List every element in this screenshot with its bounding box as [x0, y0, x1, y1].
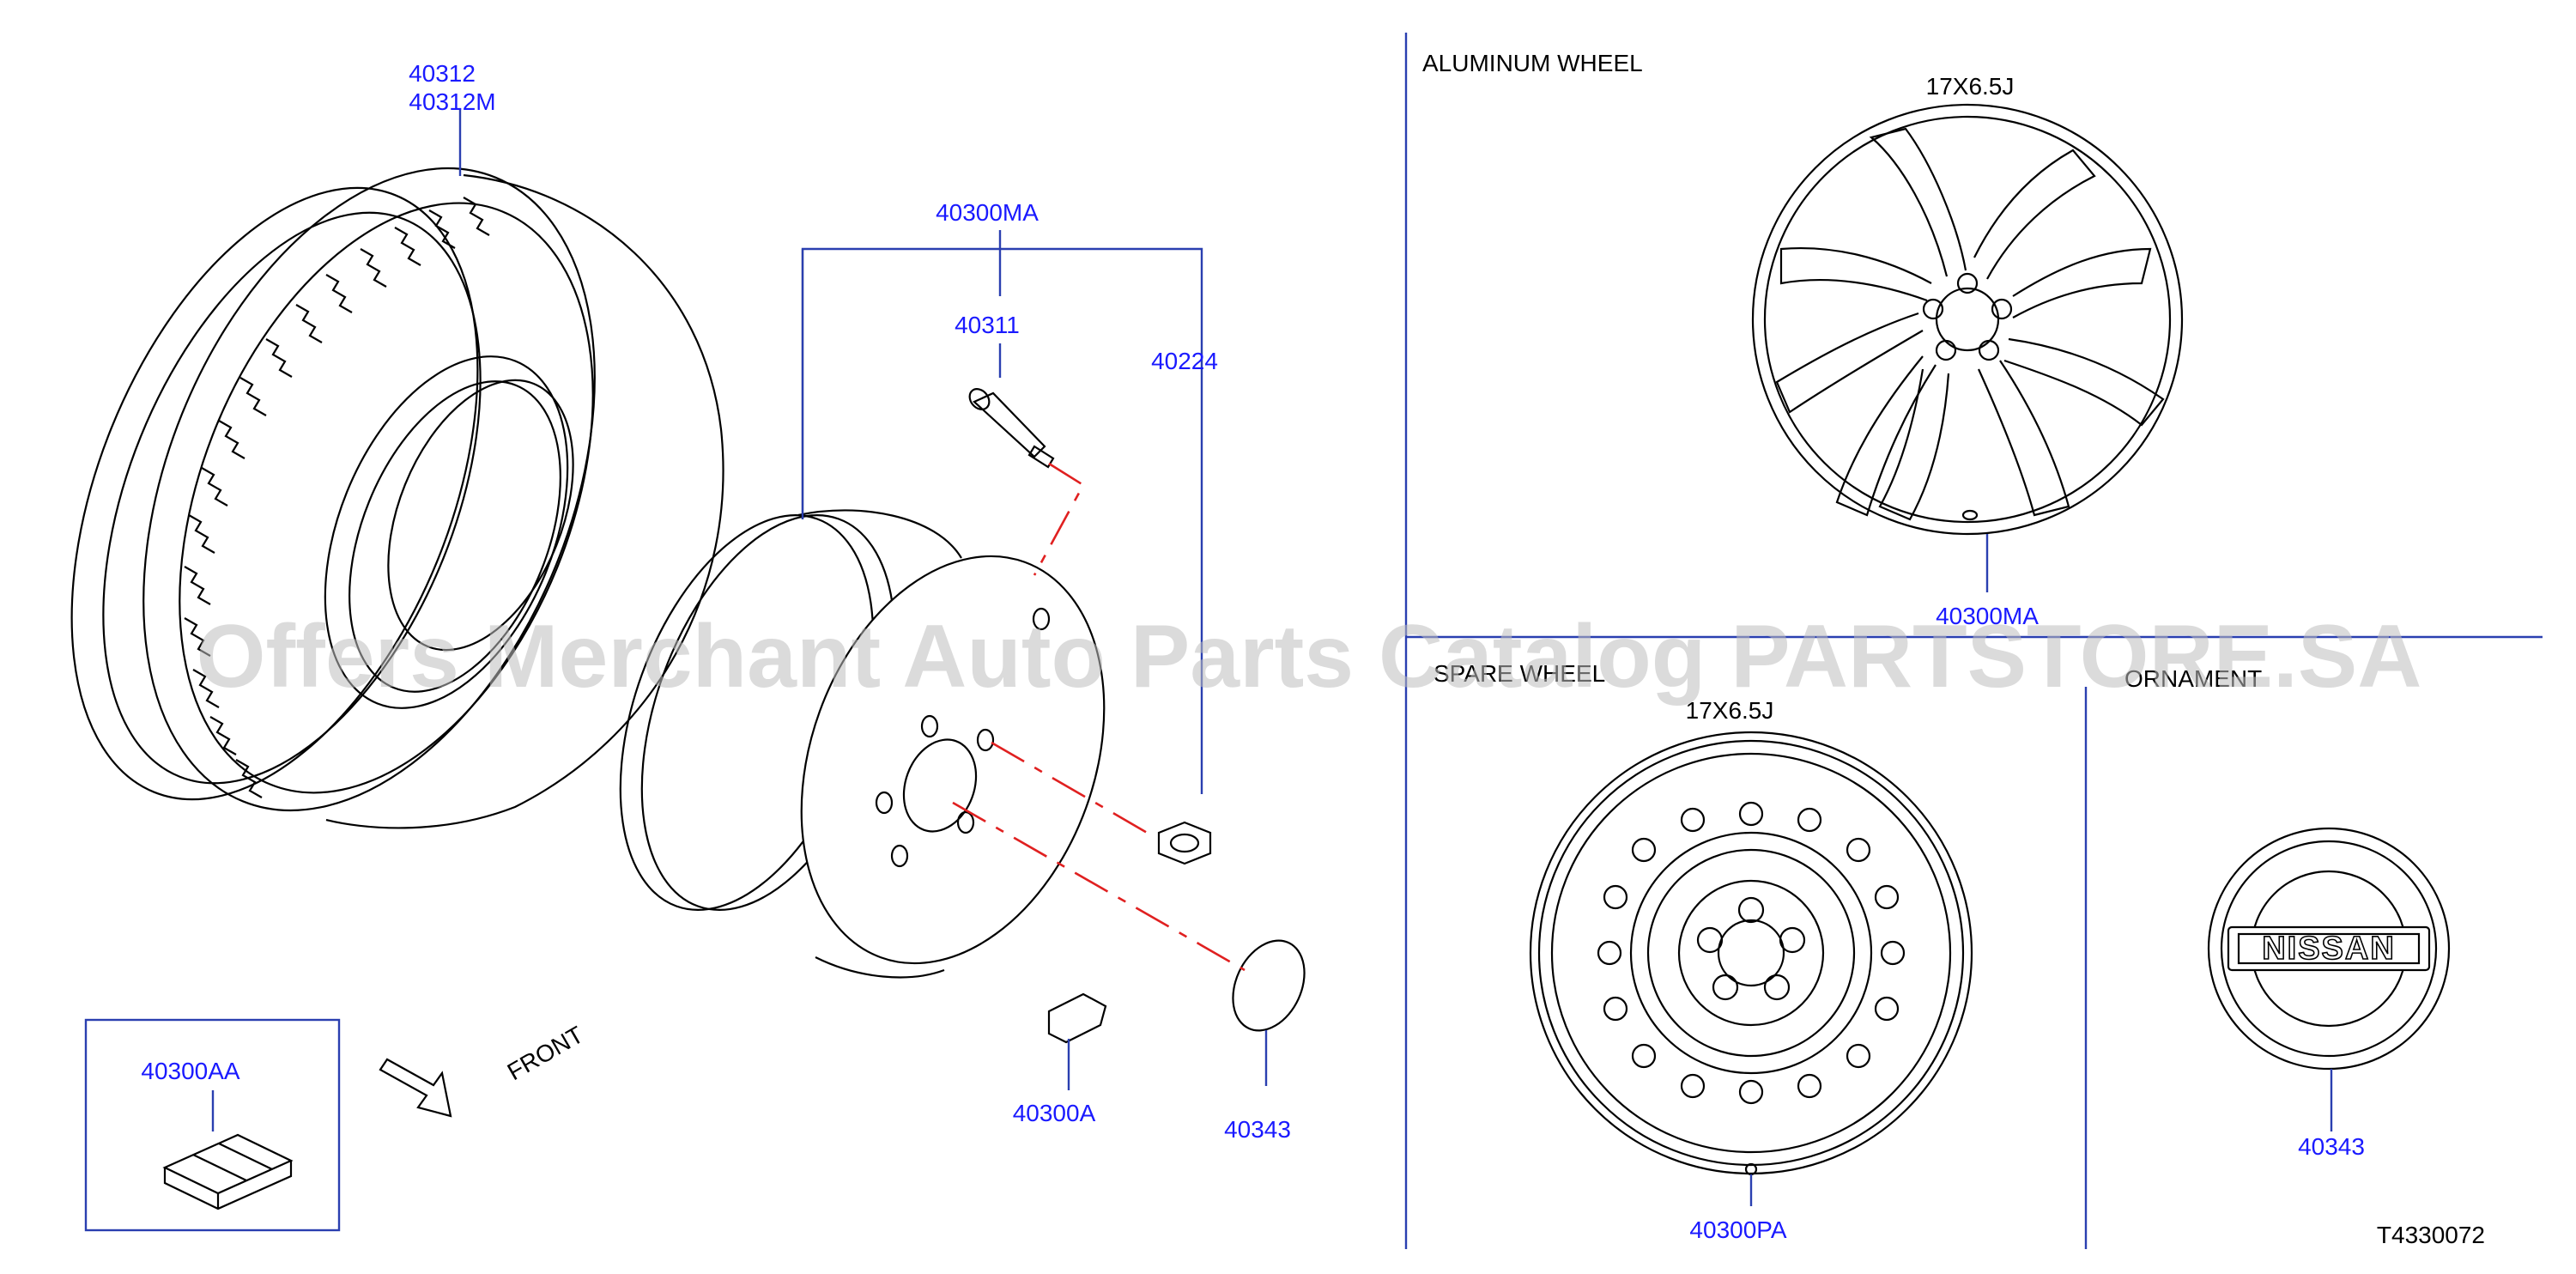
- diagram-id: T4330072: [2377, 1222, 2485, 1248]
- part-number-40224[interactable]: 40224: [1151, 348, 1218, 374]
- spare-wheel-size: 17X6.5J: [1686, 697, 1774, 724]
- part-number-40300pa[interactable]: 40300PA: [1689, 1216, 1786, 1243]
- aluminum-wheel-size: 17X6.5J: [1926, 73, 2015, 100]
- cap-centerline: [952, 801, 1246, 972]
- part-number-40312m[interactable]: 40312M: [409, 88, 495, 115]
- ornament-drawing: [2207, 827, 2451, 1071]
- part-number-40300ma-main[interactable]: 40300MA: [936, 199, 1039, 226]
- part-number-40300ma-aluminum[interactable]: 40300MA: [1936, 603, 2039, 629]
- part-number-40300aa[interactable]: 40300AA: [141, 1058, 240, 1084]
- aluminum-wheel-drawing: [1751, 103, 2184, 536]
- part-number-40300a[interactable]: 40300A: [1013, 1100, 1096, 1126]
- wheel-assy-bracket: [801, 230, 1203, 794]
- nut-centerline: [991, 741, 1155, 839]
- part-number-40312[interactable]: 40312: [409, 60, 476, 87]
- tpms-kit-box: [84, 1018, 341, 1232]
- valve-stem-drawing: [968, 388, 1055, 469]
- part-number-40343-small[interactable]: 40343: [1224, 1116, 1291, 1143]
- front-arrow-icon: [379, 1058, 452, 1118]
- watermark-text: Offers Merchant Auto Parts Catalog PARTS…: [197, 607, 2422, 707]
- tire-drawing: [70, 167, 724, 829]
- tpms-kit-drawing: [162, 1133, 294, 1210]
- nissan-emblem-text: NISSAN: [2262, 931, 2396, 967]
- valve-centerline: [1033, 462, 1085, 576]
- spare-wheel-title: SPARE WHEEL: [1433, 660, 1605, 687]
- spare-wheel-drawing: [1529, 731, 1973, 1176]
- front-label: FRONT: [503, 1021, 588, 1085]
- part-number-40343-ornament[interactable]: 40343: [2298, 1133, 2365, 1160]
- balance-weight-drawing: [1047, 992, 1107, 1044]
- wheel-drawing: [619, 249, 1106, 979]
- small-cap-drawing: [1232, 939, 1306, 1032]
- part-number-40311[interactable]: 40311: [955, 312, 1020, 338]
- section-dividers: [1404, 33, 2543, 1249]
- aluminum-wheel-title: ALUMINUM WHEEL: [1422, 50, 1643, 76]
- ornament-title: ORNAMENT: [2124, 665, 2262, 692]
- lug-nut-drawing: [1157, 821, 1212, 865]
